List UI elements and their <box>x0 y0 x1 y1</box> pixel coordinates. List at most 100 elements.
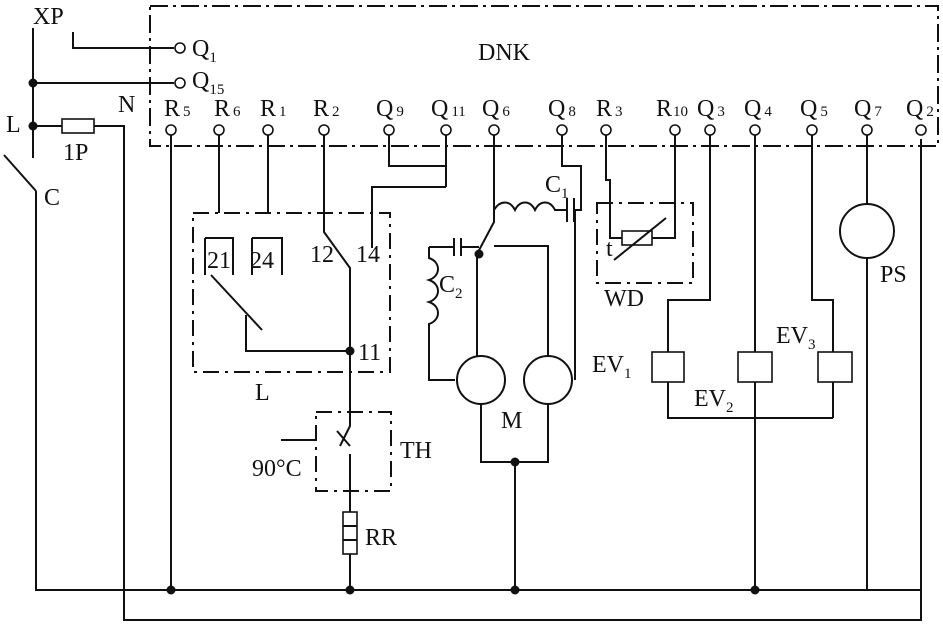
terminal-r6 <box>213 124 225 136</box>
fuse-1p <box>61 118 95 134</box>
label-c1: C1 <box>545 172 569 202</box>
terminal-q4 <box>749 124 761 136</box>
label-12: 12 <box>310 242 334 268</box>
terminal-r1 <box>262 124 274 136</box>
motor-m-left <box>456 355 506 405</box>
door-switch-lead <box>35 191 921 591</box>
label-t: t <box>606 236 613 262</box>
wire-q6 <box>476 135 495 355</box>
terminal-q9 <box>383 124 395 136</box>
terminal-row <box>165 124 927 136</box>
node-ev <box>750 585 760 595</box>
node-c2 <box>474 249 484 259</box>
xp-to-q1 <box>72 32 174 49</box>
label-q1: Q1 <box>192 36 217 66</box>
node-rail-motor <box>510 585 520 595</box>
thermal-cutout-link <box>336 430 351 447</box>
level-switch-lever <box>210 274 263 331</box>
label-1p: 1P <box>63 140 88 166</box>
label-n: N <box>118 92 135 118</box>
valve-ev1-lead <box>667 382 833 419</box>
heater-rr <box>342 511 358 555</box>
label-90c: 90°C <box>252 456 302 482</box>
valve-ev1 <box>651 351 685 383</box>
label-c2: C2 <box>439 272 463 302</box>
thermostat-box <box>596 202 694 284</box>
door-switch-blade <box>3 154 37 192</box>
label-ev3: EV3 <box>776 323 816 353</box>
valve-ev2 <box>737 351 773 383</box>
terminal-q2 <box>915 124 927 136</box>
valve-ev3 <box>817 351 853 383</box>
inductor-c1 <box>493 201 567 222</box>
label-xp: XP <box>33 4 64 30</box>
node-rail-heater <box>345 585 355 595</box>
terminal-q3 <box>704 124 716 136</box>
label-m: M <box>501 408 522 434</box>
wire-r2 <box>323 135 351 351</box>
terminal-q8 <box>556 124 568 136</box>
label-th: TH <box>400 438 432 464</box>
label-14: 14 <box>356 242 380 268</box>
wire-q9 <box>388 135 447 167</box>
label-wd: WD <box>604 286 644 312</box>
terminal-q1 <box>174 42 186 54</box>
capacitor-c1 <box>561 135 582 222</box>
capacitor-c2 <box>429 238 479 256</box>
label-level-switch: L <box>255 380 270 406</box>
label-ev1: EV1 <box>592 352 632 382</box>
terminal-r10 <box>669 124 681 136</box>
thermistor-slash <box>613 217 667 261</box>
label-24: 24 <box>250 248 274 274</box>
thermal-cutout-box <box>315 411 392 492</box>
terminal-q15 <box>174 77 186 89</box>
wire-q3 <box>667 135 711 352</box>
wire-14 <box>371 186 446 248</box>
label-ps: PS <box>880 262 907 288</box>
pressure-switch <box>839 203 895 259</box>
label-ev2: EV2 <box>694 386 734 416</box>
wire-r10 <box>652 135 676 239</box>
terminal-q7 <box>861 124 873 136</box>
terminal-q6 <box>488 124 500 136</box>
motor-right-lead <box>494 210 576 380</box>
node-rail-r5 <box>166 585 176 595</box>
label-r10: R10 <box>656 96 688 122</box>
terminal-r3 <box>600 124 612 136</box>
wire-q5 <box>811 135 834 352</box>
fuse-to-bottom-rail <box>94 125 922 621</box>
wire-r6 <box>204 135 234 275</box>
label-c: C <box>44 185 60 211</box>
label-rr: RR <box>365 525 397 551</box>
node-neutral <box>28 78 38 88</box>
label-dnk: DNK <box>478 40 531 66</box>
level-common <box>245 315 350 352</box>
coil-c2 <box>425 247 455 381</box>
label-21: 21 <box>207 248 231 274</box>
label-l: L <box>6 112 21 138</box>
heater-lines <box>343 525 357 541</box>
wire-r3 <box>605 135 622 239</box>
terminal-r5 <box>165 124 177 136</box>
terminal-q11 <box>440 124 452 136</box>
wire-r1 <box>251 135 283 275</box>
label-q15: Q15 <box>192 68 224 98</box>
terminal-q5 <box>806 124 818 136</box>
terminal-r2 <box>318 124 330 136</box>
